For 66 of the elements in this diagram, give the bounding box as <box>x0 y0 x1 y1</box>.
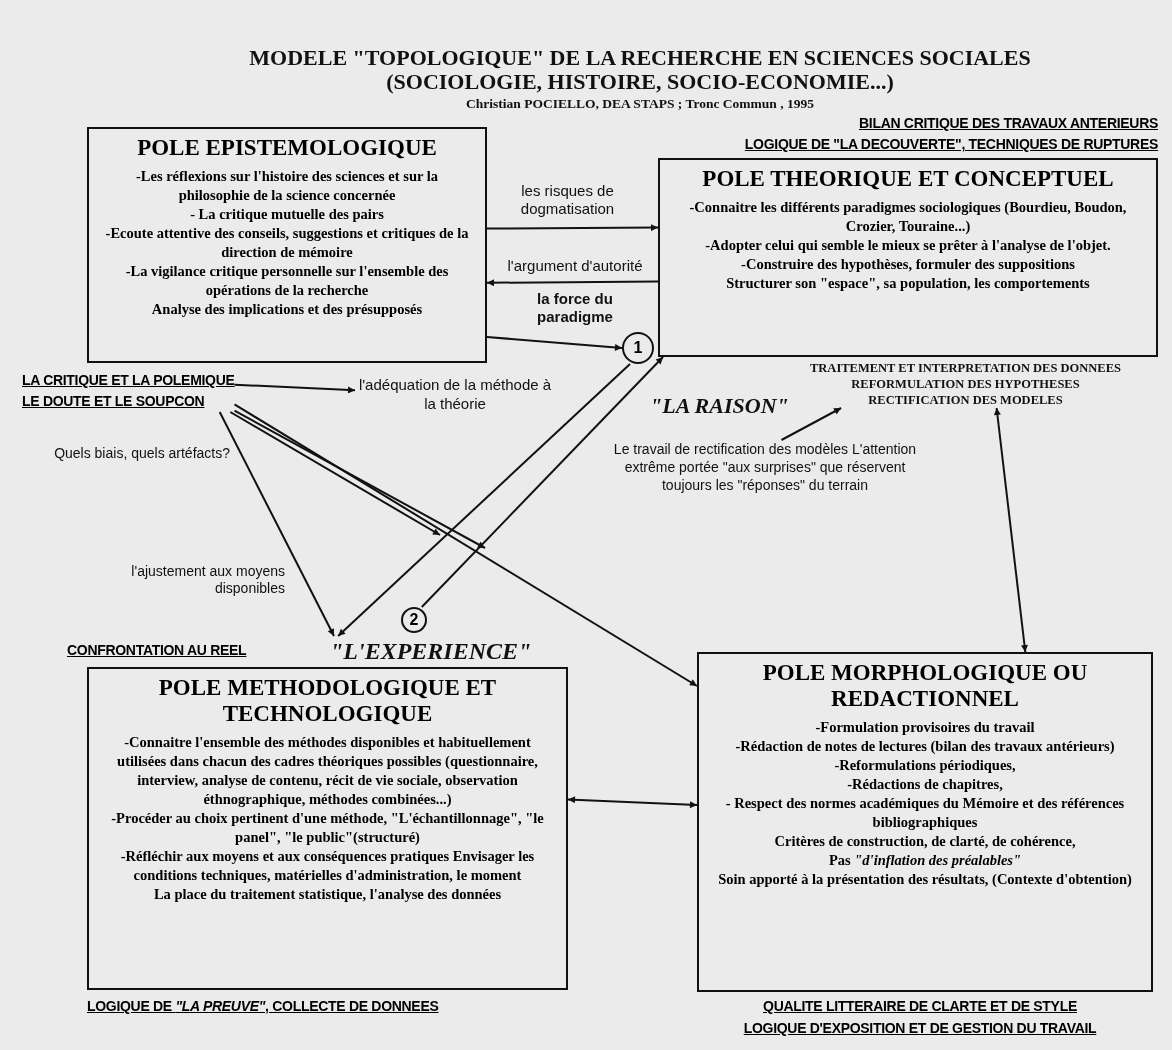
underlined-note: LE DOUTE ET LE SOUPCON <box>22 392 205 411</box>
box-heading: POLE MORPHOLOGIQUE OU REDACTIONNEL <box>761 660 1089 712</box>
box-text: - La critique mutuelle des pairs <box>189 205 385 224</box>
pole-box <box>697 652 1153 992</box>
box-text: -Reformulations périodiques, <box>833 756 1017 775</box>
box-text: -Connaitre les différents paradigmes sociologiques (Bourdieu, Boudon, Crozier, Touraine...) <box>688 198 1128 236</box>
edge-label: les risques de dogmatisation <box>519 182 616 218</box>
caption-text: CONFRONTATION AU REEL <box>67 642 247 658</box>
arrow <box>218 411 335 637</box>
box-text: - Respect des normes académiques du Mémoire et des références bibliographiques <box>724 794 1126 832</box>
caption-text: LOGIQUE D'EXPOSITION ET DE GESTION DU TRAVAIL <box>743 1020 1097 1036</box>
pole-box <box>658 158 1158 357</box>
number-circle: 1 <box>622 332 654 364</box>
box-heading: POLE EPISTEMOLOGIQUE <box>136 135 438 161</box>
box-text: -Adopter celui qui semble le mieux se prêter à l'analyse de l'objet. <box>704 236 1112 255</box>
box-text: -Les réflexions sur l'histoire des sciences et sur la philosophie de la science concernée <box>134 167 440 205</box>
note-text: Quels biais, quels artéfacts? <box>53 445 230 462</box>
edge-label: l'argument d'autorité <box>506 257 644 275</box>
arrow <box>486 336 623 351</box>
note-text: l'adéquation de la méthode à la théorie <box>355 375 555 413</box>
box-text: Structurer son "espace", sa population, les comportements <box>725 274 1091 293</box>
box-text: -Réfléchir aux moyens et aux conséquences pratiques Envisager les conditions techniques, matérielles d'administration, le moment <box>119 847 536 885</box>
number-circle: 2 <box>401 607 427 633</box>
caps-note: REFORMULATION DES HYPOTHESES <box>851 376 1080 392</box>
box-text: Soin apporté à la présentation des résultats, (Contexte d'obtention) <box>717 870 1133 889</box>
caption-text: LOGIQUE DE "LA DECOUVERTE", TECHNIQUES DE RUPTURES <box>744 136 1158 152</box>
box-text: Critères de construction, de clarté, de cohérence, <box>773 832 1077 851</box>
box-text: Pas "d'inflation des préalables" <box>827 851 1023 870</box>
double-arrow <box>993 407 1028 653</box>
arrow <box>337 363 631 637</box>
arrow <box>233 409 486 549</box>
pole-box <box>87 127 487 363</box>
double-arrow <box>567 796 698 809</box>
box-text: -Rédaction de notes de lectures (bilan des travaux antérieurs) <box>734 737 1116 756</box>
note-text: l'ajustement aux moyens disponibles <box>130 563 285 597</box>
author-line: Christian POCIELLO, DEA STAPS ; Tronc Commun , 1995 <box>465 96 815 112</box>
pole-caption: "LA RAISON" <box>650 392 790 419</box>
box-heading: POLE THEORIQUE ET CONCEPTUEL <box>701 166 1115 192</box>
pole-caption: "L'EXPERIENCE" <box>330 636 532 666</box>
box-text: -Formulation provisoires du travail <box>814 718 1036 737</box>
box-text: -Ecoute attentive des conseils, suggestions et critiques de la direction de mémoire <box>104 224 470 262</box>
caption-text: LOGIQUE DE "LA PREUVE", COLLECTE DE DONNEES <box>87 998 439 1014</box>
title: MODELE "TOPOLOGIQUE" DE LA RECHERCHE EN SCIENCES SOCIALES (SOCIOLOGIE, HISTOIRE, SOCIO-ECONOMIE...) <box>248 46 1032 94</box>
arrow <box>233 383 356 394</box>
arrow <box>486 279 659 287</box>
note-text: la force du paradigme <box>536 290 614 326</box>
box-heading: POLE METHODOLOGIQUE ET TECHNOLOGIQUE <box>157 675 498 727</box>
box-text: -Construire des hypothèses, formuler des suppositions <box>740 255 1076 274</box>
box-text: -Procéder au choix pertinent d'une méthode, "L'échantillonnage", "le panel", "le public"(structuré) <box>110 809 545 847</box>
box-text: Analyse des implications et des présupposés <box>150 300 424 319</box>
arrow <box>229 411 441 536</box>
box-text: -Rédactions de chapitres, <box>846 775 1004 794</box>
caps-note: TRAITEMENT ET INTERPRETATION DES DONNEES <box>810 360 1121 376</box>
underlined-note: LA CRITIQUE ET LA POLEMIQUE <box>22 371 235 390</box>
pole-box <box>87 667 568 990</box>
arrow <box>420 356 664 608</box>
arrow <box>780 407 843 441</box>
box-text: -La vigilance critique personnelle sur l'ensemble des opérations de la recherche <box>124 262 450 300</box>
note-text: Le travail de rectification des modèles L'attention extrême portée "aux surprises" que réservent toujours les "réponses" du terrain <box>600 440 930 494</box>
caps-note: RECTIFICATION DES MODELES <box>868 392 1063 408</box>
arrow <box>233 403 698 687</box>
box-text: La place du traitement statistique, l'analyse des données <box>152 885 503 904</box>
arrow <box>486 224 659 232</box>
box-text: -Connaitre l'ensemble des méthodes disponibles et habituellement utilisées dans chacun des cadres théoriques possibles (questionnaire, interview, analyse de contenu, récit de vie sociale, observation éthnographique, méthodes combinées...) <box>116 733 539 809</box>
caption-text: BILAN CRITIQUE DES TRAVAUX ANTERIEURS <box>859 115 1158 131</box>
caption-text: QUALITE LITTERAIRE DE CLARTE ET DE STYLE <box>763 998 1077 1014</box>
